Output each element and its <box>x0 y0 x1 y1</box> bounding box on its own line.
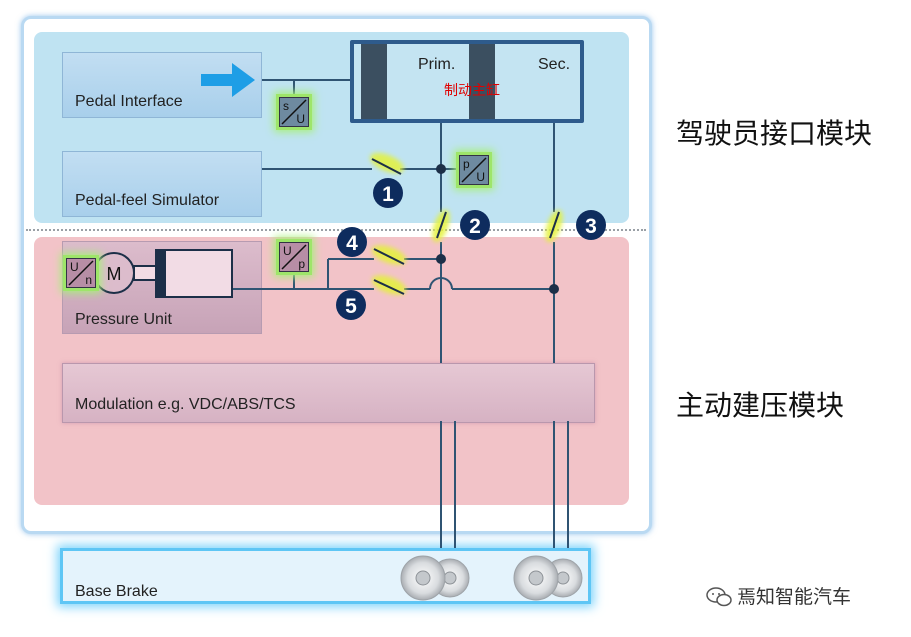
svg-text:5: 5 <box>345 295 357 318</box>
valve-badge-4: 4 <box>337 227 367 257</box>
travel-sensor-top: s <box>283 99 289 113</box>
pedal-feel-simulator-label: Pedal-feel Simulator <box>75 192 220 209</box>
valve-badge-3: 3 <box>576 210 606 240</box>
secondary-chamber-label: Sec. <box>538 56 571 73</box>
pump-sensor-top: U <box>283 244 292 258</box>
pressure-sensor: p U <box>459 155 489 185</box>
pump-sensor-bottom: p <box>298 257 305 271</box>
svg-text:2: 2 <box>469 215 481 238</box>
base-brake-label: Base Brake <box>75 583 158 600</box>
valve-badge-5: 5 <box>336 290 366 320</box>
junction-dots <box>436 164 559 294</box>
brake-disc-icon <box>400 555 470 601</box>
pressure-sensor-bottom: U <box>476 170 485 184</box>
wechat-icon <box>706 587 732 607</box>
arrow-right-icon <box>201 63 255 97</box>
pressure-unit-label: Pressure Unit <box>75 311 172 328</box>
motor-sensor-bottom: n <box>85 273 92 287</box>
motor-sensor: U n <box>66 258 96 288</box>
svg-text:3: 3 <box>585 215 597 238</box>
motor-sensor-top: U <box>70 260 79 274</box>
travel-sensor: s U <box>279 97 309 127</box>
pump-cylinder <box>133 249 233 298</box>
pedal-feel-simulator-block: Pedal-feel Simulator <box>62 151 262 217</box>
svg-text:4: 4 <box>346 232 358 255</box>
active-pressure-module-title: 主动建压模块 <box>676 389 845 422</box>
module-divider <box>26 229 646 231</box>
valve-badge-2: 2 <box>460 210 490 240</box>
valve-switches <box>371 158 560 295</box>
valve-badge-1: 1 <box>373 178 403 208</box>
brake-disc-icon <box>513 555 583 601</box>
secondary-piston <box>469 44 495 119</box>
svg-text:1: 1 <box>382 183 394 206</box>
modulation-label: Modulation e.g. VDC/ABS/TCS <box>75 396 296 413</box>
pedal-interface-label: Pedal Interface <box>75 93 183 110</box>
pump-pressure-sensor: U p <box>279 242 309 272</box>
base-brake-block: Base Brake <box>60 548 591 604</box>
modulation-block: Modulation e.g. VDC/ABS/TCS <box>62 363 595 423</box>
primary-piston <box>361 44 387 119</box>
watermark-text: 焉知智能汽车 <box>737 586 852 608</box>
hydraulic-lines <box>232 79 569 548</box>
motor-label: M <box>107 264 122 284</box>
pressure-sensor-top: p <box>463 157 470 171</box>
primary-chamber-label: Prim. <box>418 56 456 73</box>
travel-sensor-bottom: U <box>296 112 305 126</box>
driver-interface-module-title: 驾驶员接口模块 <box>676 117 873 150</box>
master-cylinder: Prim. Sec. <box>350 40 584 123</box>
master-cylinder-name: 制动主缸 <box>444 83 500 99</box>
